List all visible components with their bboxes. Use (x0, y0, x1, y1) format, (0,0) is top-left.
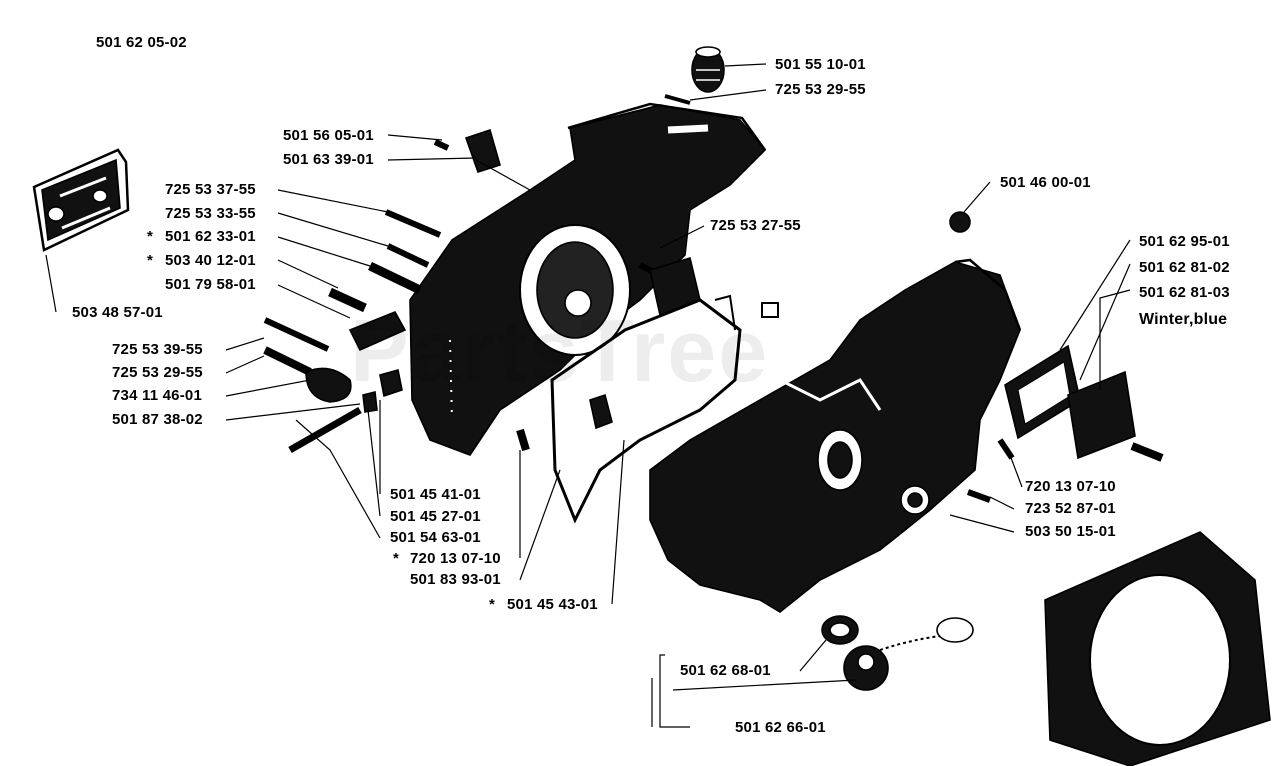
star-marker: * (393, 550, 400, 567)
part-label[interactable]: 503 48 57-01 (72, 304, 163, 321)
part-label[interactable]: 501 55 10-01 (775, 56, 866, 73)
part-label[interactable]: 501 62 95-01 (1139, 233, 1230, 250)
part-label[interactable]: 501 62 68-01 (680, 662, 771, 679)
part-label[interactable]: 501 45 43-01 (507, 596, 598, 613)
part-label[interactable]: 501 79 58-01 (165, 276, 256, 293)
watermark-text: PartsTree (350, 301, 770, 400)
right-crankcase (649, 258, 1022, 613)
part-label[interactable]: 501 54 63-01 (390, 529, 481, 546)
part-label[interactable]: 501 45 41-01 (390, 486, 481, 503)
part-label[interactable]: 501 83 93-01 (410, 571, 501, 588)
part-label[interactable]: 720 13 07-10 (1025, 478, 1116, 495)
star-marker: * (147, 228, 154, 245)
part-label[interactable]: 725 53 33-55 (165, 205, 256, 222)
part-label[interactable]: 501 62 81-02 (1139, 259, 1230, 276)
part-label[interactable]: 501 62 66-01 (735, 719, 826, 736)
part-label[interactable]: 734 11 46-01 (112, 387, 202, 404)
starter-housing (1044, 531, 1271, 766)
brackets (305, 128, 701, 430)
part-label[interactable]: 501 87 38-02 (112, 411, 203, 428)
part-label[interactable]: 723 52 87-01 (1025, 500, 1116, 517)
part-label[interactable]: 501 62 81-03 (1139, 284, 1230, 301)
part-note: Winter,blue (1139, 311, 1228, 328)
part-label[interactable]: 725 53 37-55 (165, 181, 256, 198)
left-crankcase (409, 102, 767, 456)
bolts (263, 139, 1164, 503)
part-label[interactable]: 503 50 15-01 (1025, 523, 1116, 540)
star-marker: * (147, 252, 154, 269)
part-label[interactable]: 725 53 39-55 (112, 341, 203, 358)
part-label[interactable]: 501 56 05-01 (283, 127, 374, 144)
part-label[interactable]: 720 13 07-10 (410, 550, 501, 567)
part-label[interactable]: 725 53 27-55 (710, 217, 801, 234)
star-marker: * (489, 596, 496, 613)
filter-parts (949, 211, 1136, 460)
part-label[interactable]: 725 53 29-55 (775, 81, 866, 98)
part-label[interactable]: 501 46 00-01 (1000, 174, 1091, 191)
diagram-title: 501 62 05-02 (96, 34, 187, 51)
part-label[interactable]: 503 40 12-01 (165, 252, 256, 269)
leader-lines (45, 63, 1131, 728)
chain-guard-plate (32, 148, 130, 252)
part-label[interactable]: 501 62 33-01 (165, 228, 256, 245)
part-label[interactable]: 501 63 39-01 (283, 151, 374, 168)
gasket (550, 294, 779, 524)
part-label[interactable]: 725 53 29-55 (112, 364, 203, 381)
top-buffer-part (664, 46, 725, 105)
part-label[interactable]: 501 45 27-01 (390, 508, 481, 525)
fuel-cap (821, 615, 974, 691)
